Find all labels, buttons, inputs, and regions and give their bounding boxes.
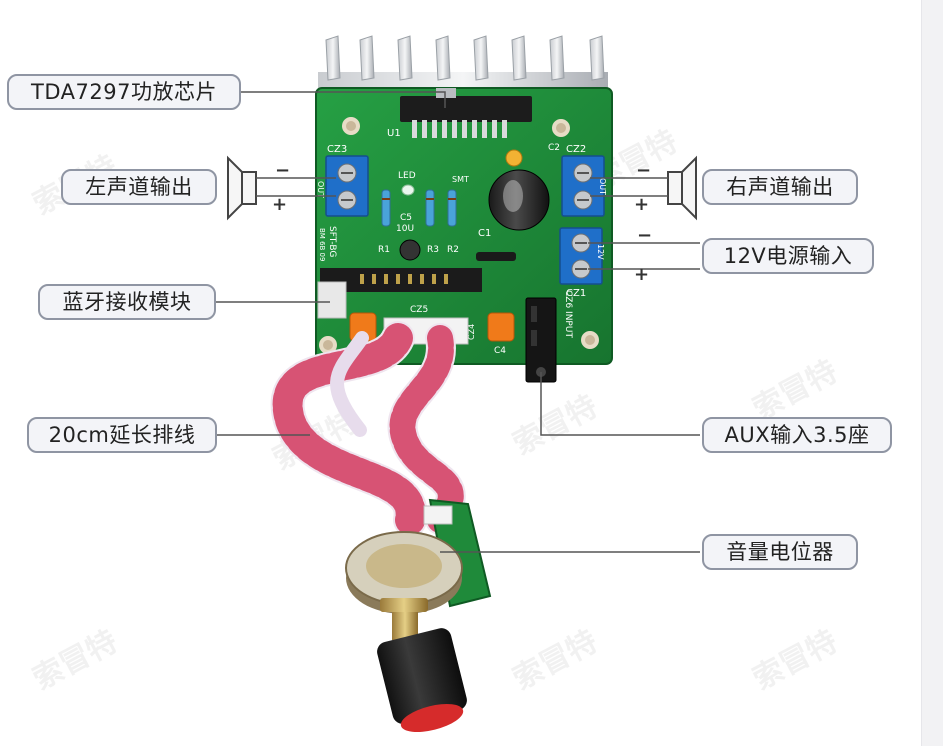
pcb-label-led: LED	[398, 171, 416, 181]
minus-sign-power: −	[637, 225, 652, 246]
aux-jack: CZ6 INPUT	[525, 290, 573, 383]
pcb-label-out-r: OUT	[598, 178, 607, 195]
pcb-label-r2: R2	[447, 245, 459, 255]
led: LED	[398, 171, 416, 196]
pcb-label-c5-val: 10U	[396, 224, 414, 234]
pcb-label-r1: R1	[378, 245, 390, 255]
capacitor-c5: C5 10U	[396, 213, 421, 261]
pcb-label-smt: SMT	[452, 175, 469, 184]
callout-power-input: 12V电源输入	[702, 238, 874, 274]
capacitor-c1: C1	[478, 169, 550, 239]
leader-lines	[216, 91, 700, 553]
plus-sign-left: +	[272, 194, 287, 215]
potentiometer	[345, 498, 492, 732]
terminal-cz2: CZ2 OUT	[561, 144, 607, 217]
capacitor-c2	[505, 149, 523, 167]
polarity-signs: − + − + − +	[272, 160, 652, 285]
callout-left-output: 左声道输出	[61, 169, 217, 205]
diode	[476, 252, 516, 261]
pcb-board: U1 CZ3 OUT CZ2 OUT CZ1	[315, 87, 613, 383]
watermark-text: 索冒特	[27, 624, 123, 697]
capacitor-c4	[487, 312, 515, 342]
pcb-label-c2: C2	[548, 143, 560, 153]
pcb-label-c1: C1	[478, 228, 491, 239]
scrollbar[interactable]	[921, 0, 943, 746]
pcb-label-cz1: CZ1	[566, 288, 586, 299]
speaker-right-icon	[667, 155, 697, 221]
speaker-left-icon	[227, 155, 257, 221]
pcb-label-cz2: CZ2	[566, 144, 586, 155]
watermark-text: 索冒特	[747, 624, 843, 697]
bluetooth-module	[317, 268, 482, 319]
callout-chip: TDA7297功放芯片	[7, 74, 241, 110]
pcb-label-board-no: BM 6B 09	[318, 228, 326, 261]
pcb-label-cz3: CZ3	[327, 144, 347, 155]
resistors: R1 R3 R2	[378, 189, 459, 255]
callout-cable: 20cm延长排线	[27, 417, 217, 453]
callout-bluetooth: 蓝牙接收模块	[38, 284, 216, 320]
pcb-label-c5: C5	[400, 213, 412, 223]
watermark-text: 索冒特	[507, 389, 603, 462]
callout-aux-input: AUX输入3.5座	[702, 417, 892, 453]
pcb-label-out-l: OUT	[316, 181, 325, 198]
minus-sign-left: −	[275, 160, 290, 181]
pcb-label-12v: 12V	[596, 244, 605, 260]
callout-potentiometer: 音量电位器	[702, 534, 858, 570]
plus-sign-right: +	[634, 194, 649, 215]
pcb-label-u1: U1	[387, 128, 401, 139]
ribbon-cable	[270, 321, 466, 537]
minus-sign-right: −	[636, 160, 651, 181]
callout-right-output: 右声道输出	[702, 169, 858, 205]
terminal-cz3: CZ3 OUT	[316, 144, 369, 217]
terminal-cz1: CZ1 12V	[559, 227, 605, 299]
plus-sign-power: +	[634, 264, 649, 285]
tda7297-chip: U1	[387, 88, 532, 139]
pcb-label-cz4: CZ4	[467, 324, 476, 340]
watermark-text: 索冒特	[507, 624, 603, 697]
pcb-label-cz5: CZ5	[410, 305, 428, 315]
pcb-label-model: SFT-BG	[327, 226, 337, 257]
pcb-label-c4: C4	[494, 346, 506, 356]
pcb-label-cz6: CZ6 INPUT	[563, 290, 573, 338]
pcb-label-r3: R3	[427, 245, 439, 255]
